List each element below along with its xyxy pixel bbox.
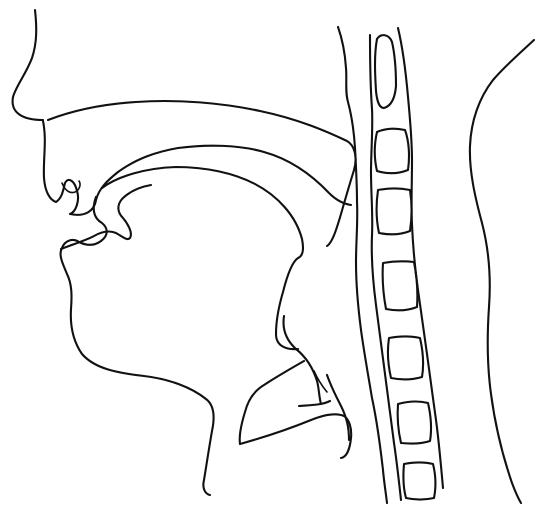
- spine-front-border: [370, 35, 401, 500]
- vertebra-c4: [383, 261, 418, 310]
- vertebra-c7: [403, 463, 435, 500]
- face-nose-outline: [13, 10, 43, 120]
- laryngeal-vestibule-top: [240, 361, 304, 444]
- spine-back-border: [398, 28, 443, 488]
- epiglottis: [284, 316, 322, 404]
- vertebra-c3: [377, 189, 412, 235]
- larynx-inner-curve: [327, 375, 349, 440]
- vertebra-c5: [388, 337, 423, 380]
- vocal-fold-detail: [314, 371, 327, 392]
- laryngeal-vestibule-bottom: [240, 414, 351, 458]
- tongue-dorsum: [102, 167, 303, 349]
- posterior-neck-outline: [470, 40, 534, 503]
- vocal-folds: [299, 401, 330, 406]
- palate-line: [48, 101, 356, 246]
- vertebra-c2: [375, 129, 409, 173]
- posterior-pharyngeal-wall: [338, 27, 387, 503]
- vertebra-c6: [398, 402, 431, 444]
- vertebra-c1: [375, 35, 396, 108]
